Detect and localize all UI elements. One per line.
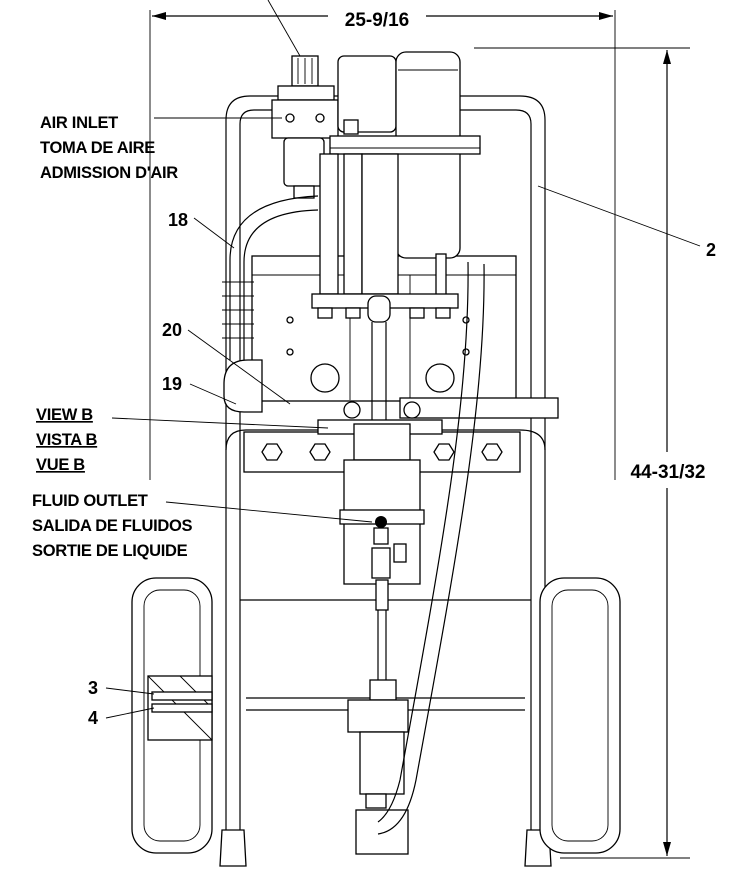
- air-inlet-label: AIR INLET TOMA DE AIRE ADMISSION D'AIR: [40, 114, 282, 182]
- suction-hose: [377, 261, 485, 835]
- right-wheel: [539, 577, 621, 854]
- height-dimension: 44-31/32: [474, 47, 706, 859]
- width-dimension-label: 25-9/16: [345, 10, 409, 31]
- svg-text:19: 19: [162, 374, 182, 394]
- air-motor: [311, 51, 481, 420]
- view-b-label-en: VIEW B: [36, 406, 93, 424]
- callout-3: 3: [88, 678, 155, 698]
- air-regulator: [271, 55, 339, 199]
- height-dimension-label: 44-31/32: [630, 462, 705, 483]
- view-b-label: VIEW B VISTA B VUE B: [36, 406, 329, 474]
- view-b-label-es: VISTA B: [36, 431, 98, 449]
- top-leader-line: [267, 0, 301, 57]
- callout-18: 18: [168, 210, 235, 249]
- callout-4: 4: [88, 707, 155, 728]
- svg-text:2: 2: [706, 240, 716, 260]
- left-wheel: [131, 577, 213, 854]
- callout-20: 20: [162, 320, 291, 405]
- cart-frame: [219, 95, 559, 867]
- fluid-outlet-label-es: SALIDA DE FLUIDOS: [32, 517, 193, 535]
- air-inlet-label-es: TOMA DE AIRE: [40, 139, 155, 157]
- lower-pump: [317, 401, 443, 855]
- callout-2: 2: [537, 185, 716, 260]
- svg-text:4: 4: [88, 708, 98, 728]
- fluid-outlet-label: FLUID OUTLET SALIDA DE FLUIDOS SORTIE DE…: [32, 492, 373, 560]
- svg-text:18: 18: [168, 210, 188, 230]
- view-b-label-fr: VUE B: [36, 456, 85, 474]
- air-hose: [222, 195, 319, 413]
- width-dimension: 25-9/16: [149, 10, 616, 480]
- svg-text:20: 20: [162, 320, 182, 340]
- air-inlet-label-fr: ADMISSION D'AIR: [40, 164, 178, 182]
- callout-19: 19: [162, 374, 237, 405]
- air-inlet-label-en: AIR INLET: [40, 114, 118, 132]
- fluid-outlet-label-en: FLUID OUTLET: [32, 492, 148, 510]
- svg-text:3: 3: [88, 678, 98, 698]
- fluid-outlet-label-fr: SORTIE DE LIQUIDE: [32, 542, 188, 560]
